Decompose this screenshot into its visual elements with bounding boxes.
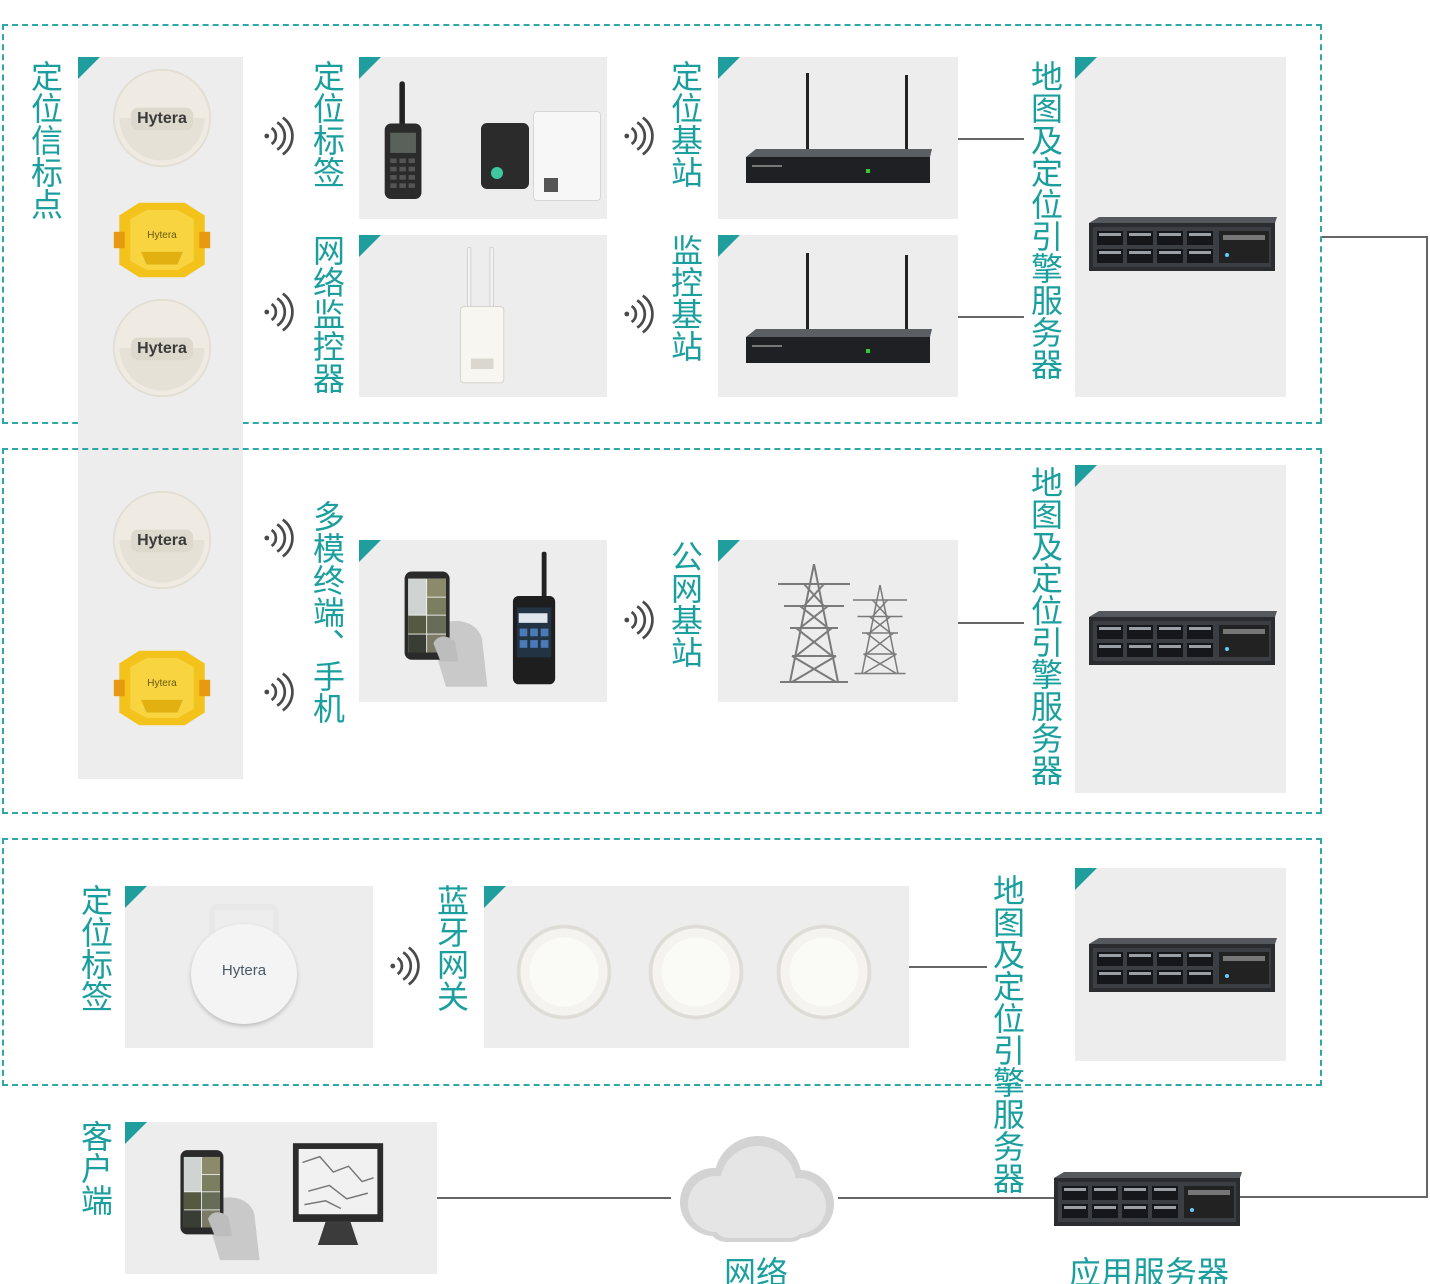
connector-line	[838, 1197, 1056, 1199]
client-panel	[125, 1122, 437, 1274]
panel-corner-marker	[718, 540, 740, 562]
zone-location-system	[2, 24, 1322, 424]
beacon-label: 定位信标点	[26, 60, 64, 220]
panel-corner-marker	[125, 886, 147, 908]
server-icon	[1087, 938, 1277, 998]
zone-public-network	[2, 448, 1322, 814]
panel-corner-marker	[78, 57, 100, 79]
server-label: 地图及定位引擎服务器	[1026, 466, 1064, 786]
connector-line	[909, 966, 987, 968]
tag-label: 定位标签	[308, 60, 346, 188]
terminal-label: 多模终端、手机	[308, 500, 346, 724]
panel-corner-marker	[359, 235, 381, 257]
connector-line	[958, 138, 1024, 140]
server-label: 地图及定位引擎服务器	[988, 874, 1026, 1194]
wireless-signal-icon	[622, 114, 654, 158]
base-station-icon	[746, 253, 936, 383]
public-station-panel	[718, 540, 958, 702]
wireless-signal-icon	[388, 944, 420, 988]
wireless-signal-icon	[622, 598, 654, 642]
tag-label: 定位标签	[76, 884, 114, 1012]
server-label: 地图及定位引擎服务器	[1026, 60, 1064, 380]
connector-line	[958, 316, 1024, 318]
connector-line	[1240, 1196, 1428, 1198]
panel-corner-marker	[125, 1122, 147, 1144]
brand-logo: Hytera	[137, 110, 187, 127]
cloud-icon	[668, 1128, 840, 1246]
server-panel	[1075, 868, 1286, 1061]
beacon-icon: Hytera	[110, 488, 214, 592]
bluetooth-gateway-icon	[774, 922, 874, 1022]
beacon-icon: Hytera	[110, 296, 214, 400]
monitor-station-label: 监控基站	[666, 234, 704, 362]
brand-logo: Hytera	[137, 340, 187, 357]
station-panel	[718, 57, 958, 219]
panel-corner-marker	[1075, 57, 1097, 79]
monitor-icon	[291, 1142, 387, 1250]
server-icon	[1052, 1172, 1242, 1232]
access-point-icon	[457, 239, 509, 395]
monitor-station-panel	[718, 235, 958, 397]
wireless-signal-icon	[262, 290, 294, 334]
panel-corner-marker	[359, 57, 381, 79]
panel-corner-marker	[359, 540, 381, 562]
smart-radio-icon	[511, 548, 559, 690]
phone-icon	[401, 568, 491, 692]
tag-device-icon	[481, 123, 529, 189]
tower-icon	[774, 564, 854, 684]
bluetooth-gateway-icon	[646, 922, 746, 1022]
network-label: 网络	[723, 1254, 788, 1284]
wireless-signal-icon	[262, 114, 294, 158]
client-label: 客户端	[76, 1120, 114, 1216]
base-station-icon	[746, 73, 936, 203]
gateway-label: 蓝牙网关	[432, 884, 470, 1012]
connector-line	[1426, 236, 1428, 1198]
tag-panel	[359, 57, 607, 219]
app-server-label: 应用服务器	[1068, 1254, 1229, 1284]
brand-logo: Hytera	[147, 230, 177, 241]
bluetooth-gateway-icon	[514, 922, 614, 1022]
tag-panel: Hytera	[125, 886, 373, 1048]
tower-icon	[850, 584, 910, 676]
public-station-label: 公网基站	[666, 540, 704, 668]
gateway-panel	[484, 886, 909, 1048]
zone-bluetooth	[2, 838, 1322, 1086]
wireless-signal-icon	[622, 292, 654, 336]
monitor-label: 网络监控器	[308, 234, 346, 394]
beacon-icon: Hytera	[110, 66, 214, 170]
brand-logo: Hytera	[221, 962, 267, 979]
beacon-icon: Hytera	[112, 198, 212, 282]
bluetooth-tag-icon: Hytera	[191, 904, 297, 1032]
panel-corner-marker	[718, 57, 740, 79]
radio-icon	[381, 77, 427, 205]
terminal-panel	[359, 540, 607, 702]
panel-corner-marker	[1075, 868, 1097, 890]
connector-line	[1322, 236, 1428, 238]
server-panel	[1075, 465, 1286, 793]
card-tag-icon	[533, 111, 601, 201]
brand-logo: Hytera	[137, 532, 187, 549]
server-icon	[1087, 217, 1277, 277]
brand-logo: Hytera	[147, 678, 177, 689]
panel-corner-marker	[718, 235, 740, 257]
panel-corner-marker	[484, 886, 506, 908]
connector-line	[958, 622, 1024, 624]
connector-line	[437, 1197, 671, 1199]
beacon-icon: Hytera	[112, 646, 212, 730]
monitor-panel	[359, 235, 607, 397]
server-icon	[1087, 611, 1277, 671]
panel-corner-marker	[1075, 465, 1097, 487]
server-panel	[1075, 57, 1286, 397]
station-label: 定位基站	[666, 60, 704, 188]
phone-icon	[177, 1146, 263, 1266]
